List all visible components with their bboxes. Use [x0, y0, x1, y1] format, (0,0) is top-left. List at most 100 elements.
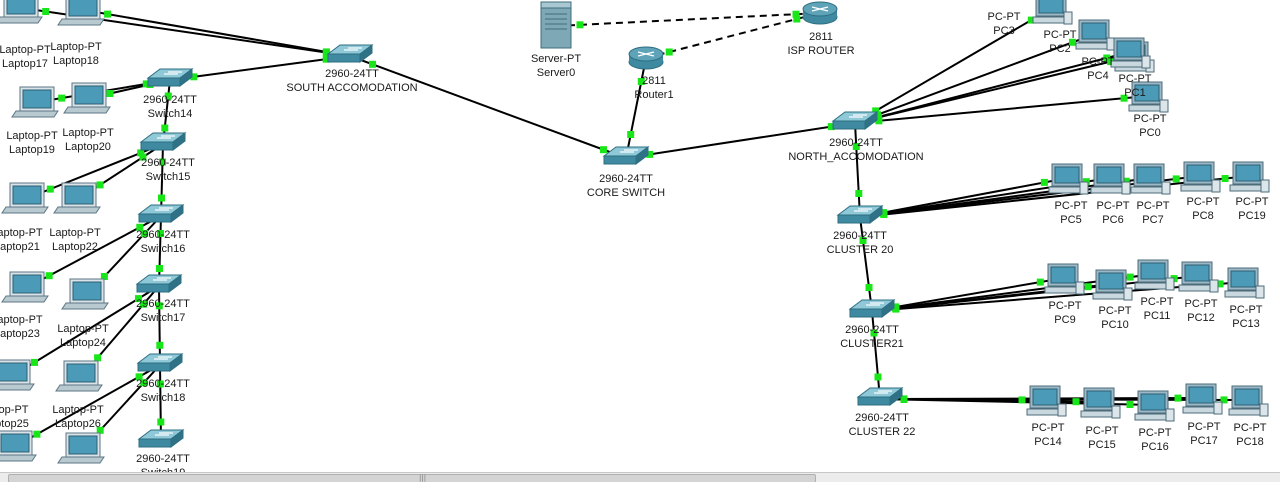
- link-sw15-sw16: [160, 143, 164, 217]
- port-indicator-cl22-pc18-b: [1220, 396, 1228, 404]
- pc-icon: [1134, 390, 1175, 422]
- port-indicator-north-cl20-b: [855, 190, 863, 197]
- device-model-label: aptop-PT: [0, 227, 43, 239]
- port-indicator-sw18-laptop28-b: [96, 426, 104, 434]
- device-name-label: CORE SWITCH: [587, 187, 665, 199]
- device-model-label: PC-PT: [1187, 196, 1220, 208]
- port-indicator-sw15-laptop22-b: [96, 181, 104, 189]
- device-name-label: PC3: [993, 25, 1014, 37]
- port-indicator-cl20-pc7-b: [1122, 177, 1130, 185]
- port-indicator-sw18-laptop27-a: [135, 373, 143, 381]
- port-indicator-cl22-pc16-b: [1126, 401, 1134, 408]
- horizontal-scrollbar[interactable]: |||: [0, 472, 1280, 482]
- pc-icon: [1178, 261, 1219, 293]
- laptop-icon: [53, 182, 101, 214]
- device-model-label: 2811: [642, 75, 666, 87]
- scrollbar-grip-icon: |||: [419, 474, 427, 482]
- link-core-south_sw: [349, 55, 627, 159]
- device-name-label: PC10: [1101, 319, 1129, 331]
- port-indicator-sw18-sw19-a: [156, 380, 164, 388]
- port-indicator-core-south_sw-b: [369, 60, 376, 68]
- laptop-icon: [1, 271, 49, 303]
- port-indicator-south_sw-laptop17-b: [42, 8, 50, 15]
- device-laptop25[interactable]: top-PTptop25: [0, 359, 35, 430]
- device-laptop27[interactable]: [0, 430, 37, 462]
- port-indicator-north-pc4-b: [1103, 54, 1111, 62]
- switch-icon: [137, 429, 185, 448]
- port-indicator-north-pc2-b: [1069, 38, 1076, 46]
- device-laptop28[interactable]: [57, 432, 105, 464]
- device-model-label: PC-PT: [1049, 300, 1082, 312]
- port-indicator-sw15-laptop22-a: [139, 153, 147, 161]
- router-icon: [628, 46, 664, 70]
- port-indicator-cl22-pc18-a: [900, 395, 908, 403]
- pc-icon: [1110, 37, 1151, 69]
- device-model-label: 2960-24TT: [833, 230, 887, 242]
- port-indicator-cl20-cl21-b: [865, 284, 873, 291]
- scrollbar-thumb[interactable]: |||: [8, 474, 816, 482]
- device-model-label: Laptop-PT: [52, 404, 104, 416]
- port-indicator-sw17-laptop25-a: [135, 295, 142, 303]
- device-name-label: Laptop17: [2, 58, 48, 70]
- device-name-label: Switch14: [148, 108, 193, 120]
- pc-icon: [1090, 163, 1131, 195]
- device-sw14[interactable]: 2960-24TT Switch14: [143, 68, 197, 120]
- device-name-label: aptop23: [0, 328, 40, 340]
- port-indicator-cl21-pc13-a: [892, 305, 900, 313]
- device-model-label: PC-PT: [1230, 304, 1263, 316]
- device-laptop26[interactable]: Laptop-PT Laptop26: [52, 360, 104, 430]
- device-name-label: PC2: [1049, 43, 1070, 55]
- device-model-label: 2960-24TT: [143, 94, 197, 106]
- switch-icon: [602, 146, 650, 165]
- link-router1-isp: [645, 12, 821, 59]
- pc-icon: [1228, 385, 1269, 417]
- device-name-label: Laptop18: [53, 55, 99, 67]
- device-name-label: CLUSTER21: [840, 338, 904, 350]
- port-indicator-sw16-laptop24-a: [141, 230, 149, 237]
- switch-icon: [836, 205, 884, 224]
- device-name-label: Switch15: [146, 171, 191, 183]
- device-name-label: Laptop26: [55, 418, 101, 430]
